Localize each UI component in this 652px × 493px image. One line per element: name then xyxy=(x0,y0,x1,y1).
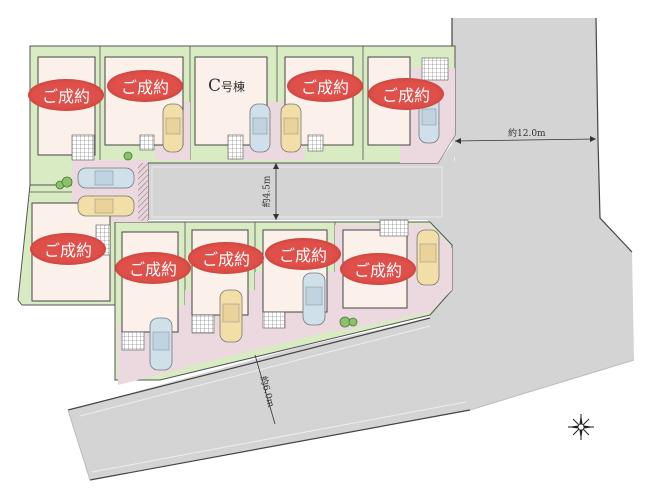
car-icon xyxy=(416,229,440,286)
car-icon xyxy=(77,167,135,189)
car-icon xyxy=(302,272,326,326)
compass-rose-icon xyxy=(568,414,594,440)
sold-badge: ご成約 xyxy=(265,238,341,270)
lot-c-suffix: 号棟 xyxy=(221,80,246,94)
car-icon xyxy=(149,317,173,371)
sold-badge: ご成約 xyxy=(28,79,104,111)
sold-badge: ご成約 xyxy=(368,78,444,110)
lot-c-letter: C xyxy=(208,76,222,96)
sold-badge: ご成約 xyxy=(107,70,183,102)
internal-road-width-label: 約4.5m xyxy=(262,175,273,208)
sold-badge: ご成約 xyxy=(115,252,191,284)
car-icon xyxy=(219,289,243,343)
car-icon xyxy=(162,103,184,153)
car-icon xyxy=(280,103,302,153)
dimension-lines xyxy=(254,136,597,425)
south-road xyxy=(67,275,630,481)
sold-badge: ご成約 xyxy=(340,253,416,285)
car-icon xyxy=(249,103,271,153)
cars xyxy=(77,94,440,371)
car-icon xyxy=(77,195,135,217)
lot-c-label: C号棟 xyxy=(208,76,245,96)
east-road-width-label: 約12.0m xyxy=(508,129,546,139)
sold-badge: ご成約 xyxy=(30,233,106,265)
sold-badge: ご成約 xyxy=(188,242,264,274)
sold-badge: ご成約 xyxy=(287,70,363,102)
